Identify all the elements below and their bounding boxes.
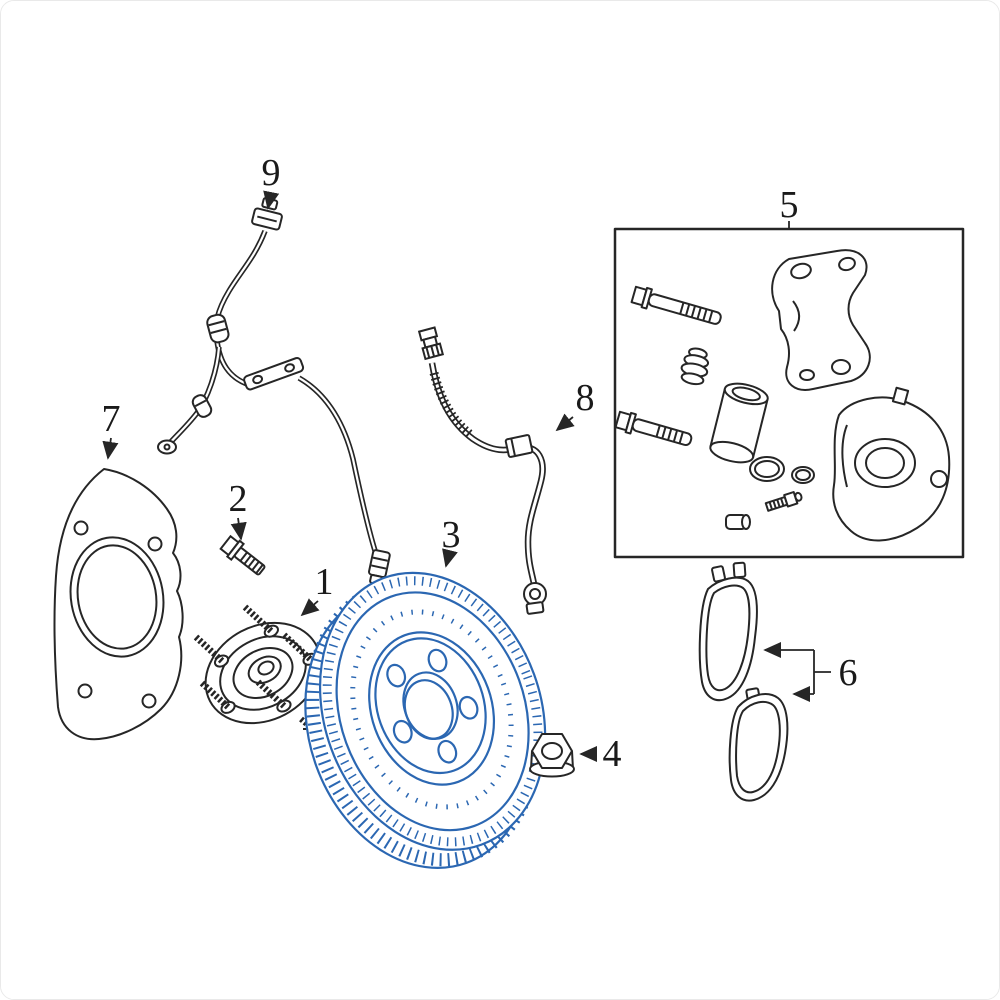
abs-sensor-drawing — [157, 197, 391, 586]
callout-3: 3 — [442, 514, 461, 556]
callout-7: 7 — [102, 398, 121, 440]
splash-shield-drawing — [53, 468, 184, 741]
brake-rotor-drawing — [304, 571, 547, 869]
callout-5: 5 — [780, 184, 799, 226]
brake-pads-drawing — [698, 561, 789, 802]
callout-9: 9 — [262, 152, 281, 194]
callout-4: 4 — [603, 733, 622, 775]
caliper-kit-drawing — [613, 227, 965, 559]
callout-8: 8 — [576, 377, 595, 419]
callout-2: 2 — [229, 478, 248, 520]
callout-leaders — [102, 190, 831, 763]
callout-1: 1 — [315, 561, 334, 603]
callout-6: 6 — [839, 652, 858, 694]
brake-hose-drawing — [417, 326, 547, 615]
flange-nut-drawing — [529, 733, 575, 778]
